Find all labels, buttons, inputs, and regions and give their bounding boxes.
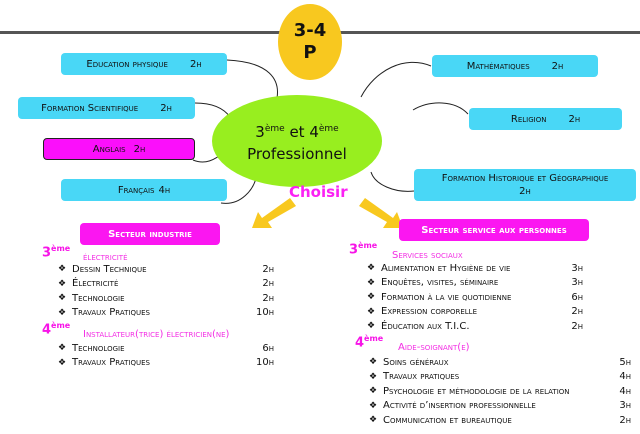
sector-services-header: Secteur service aux personnes [399,219,589,241]
bullet-icon: ❖ [58,343,67,354]
services-year3-label: 3ème [349,241,378,258]
industry-year3-label: 3ème [42,244,71,261]
bullet-icon: ❖ [369,371,378,382]
bullet-icon: ❖ [369,386,378,397]
connector [194,102,231,118]
industry-year3-option: électricité [83,252,128,263]
bullet-icon: ❖ [369,400,378,411]
bullet-icon: ❖ [367,306,376,317]
connector [360,61,432,98]
services-year3-option: Services sociaux [392,250,463,261]
connector [226,59,278,99]
level-badge: 3-4 P [278,4,342,80]
bullet-icon: ❖ [367,292,376,303]
bullet-icon: ❖ [58,278,67,289]
center-title-line2: Professionnel [247,144,347,163]
course-row: ❖Psychologie et méthodologie de la relat… [369,385,631,397]
arrow-left-icon [252,198,296,228]
choose-label: Choisir [289,183,348,201]
bullet-icon: ❖ [58,293,67,304]
bullet-icon: ❖ [367,277,376,288]
industry-year4-option: Installateur(trice) électricien(ne) [83,329,230,340]
bullet-icon: ❖ [369,357,378,368]
bullet-icon: ❖ [367,321,376,332]
bullet-icon: ❖ [58,357,67,368]
bullet-icon: ❖ [369,415,378,426]
center-node: 3ème et 4ème Professionnel [212,95,382,187]
bullet-icon: ❖ [367,263,376,274]
center-title-line1: 3ème et 4ème [255,122,339,141]
services-year4-option: Aide-soignant(e) [398,342,470,353]
services-year4-label: 4ème [355,334,384,351]
connector [370,171,415,192]
bullet-icon: ❖ [58,264,67,275]
sector-industry-header: Secteur industrie [80,223,220,245]
badge-line1: 3-4 [293,20,327,41]
course-row: ❖Éducation aux T.I.C.2h [367,320,583,332]
arrow-right-icon [359,198,403,228]
badge-line2: P [303,42,317,63]
connector [412,102,469,115]
bullet-icon: ❖ [58,307,67,318]
industry-year4-label: 4ème [42,321,71,338]
